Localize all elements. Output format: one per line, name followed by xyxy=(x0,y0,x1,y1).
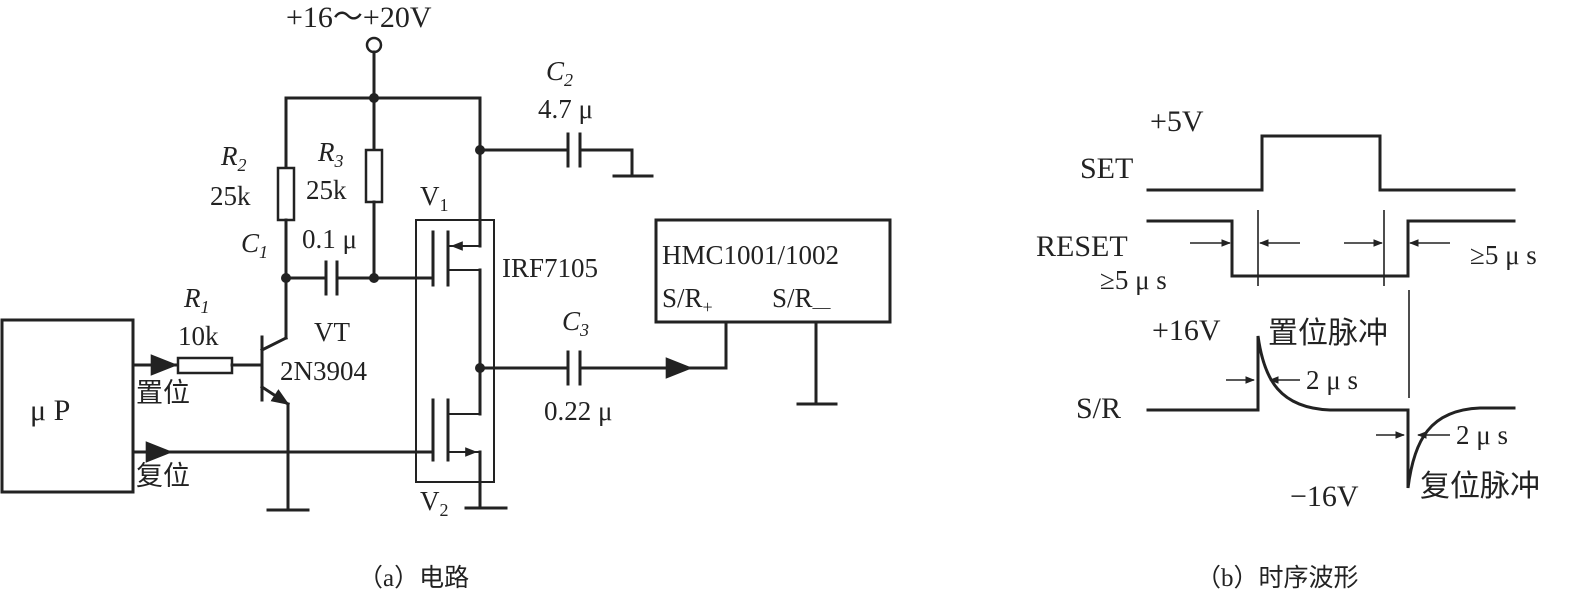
sensor-pin-minus: S/R— xyxy=(772,283,832,317)
sensor-box xyxy=(654,218,892,324)
ge5-left: ≥5 μ s xyxy=(1100,265,1167,295)
ge5-right: ≥5 μ s xyxy=(1470,240,1537,270)
set-signal-label: 置位 xyxy=(136,378,190,408)
supply-terminal xyxy=(365,36,383,54)
reset-label: RESET xyxy=(1036,230,1128,263)
r3-label: R3 xyxy=(317,137,344,171)
caption-a: （a）电路 xyxy=(358,564,469,592)
mosfet-part: IRF7105 xyxy=(502,253,598,283)
set-pulse-label: 置位脉冲 xyxy=(1268,317,1388,350)
resistor-r1 xyxy=(176,356,234,375)
mosfet-package xyxy=(415,219,495,483)
vt-part: 2N3904 xyxy=(280,356,367,386)
resistor-r2 xyxy=(276,166,296,222)
vt-label: VT xyxy=(314,317,350,347)
mcu-label: μ P xyxy=(30,394,70,427)
reset-signal-label: 复位 xyxy=(136,461,190,491)
v2-label: V2 xyxy=(420,486,449,520)
c1-label: C1 xyxy=(241,228,268,262)
c1-value: 0.1 μ xyxy=(302,224,357,254)
timing-diagram: SET +5V RESET ≥5 μ s ≥5 μ s S/R +16V 置位脉… xyxy=(1036,105,1540,513)
c3-label: C3 xyxy=(562,306,589,340)
caption-b: （b）时序波形 xyxy=(1196,564,1359,592)
v16p-label: +16V xyxy=(1152,314,1221,347)
set-waveform xyxy=(1146,134,1516,192)
sensor-pin-plus: S/R+ xyxy=(662,283,713,317)
circuit: +16～+20V R2 25k R3 25k C1 0.1 μ xyxy=(0,1,892,520)
r2-label: R2 xyxy=(220,141,247,175)
sr-label: S/R xyxy=(1076,392,1121,425)
microprocessor-box xyxy=(0,318,135,494)
r2-value: 25k xyxy=(210,181,251,211)
v16n-label: −16V xyxy=(1290,480,1359,513)
set-label: SET xyxy=(1080,152,1133,185)
r1-value: 10k xyxy=(178,321,219,351)
supply-label: +16～+20V xyxy=(286,1,432,34)
t2-top: 2 μ s xyxy=(1306,365,1358,395)
v5-label: +5V xyxy=(1150,105,1204,138)
c3-value: 0.22 μ xyxy=(544,396,612,426)
c2-label: C2 xyxy=(546,56,573,90)
sensor-name: HMC1001/1002 xyxy=(662,240,839,270)
t2-bot: 2 μ s xyxy=(1456,420,1508,450)
v1-label: V1 xyxy=(420,181,449,215)
reset-pulse-label: 复位脉冲 xyxy=(1420,470,1540,503)
r1-label: R1 xyxy=(183,283,210,317)
sr-waveform xyxy=(1146,335,1516,489)
c2-value: 4.7 μ xyxy=(538,94,593,124)
reset-waveform xyxy=(1146,219,1516,278)
r3-value: 25k xyxy=(306,175,347,205)
resistor-r3 xyxy=(364,148,384,204)
